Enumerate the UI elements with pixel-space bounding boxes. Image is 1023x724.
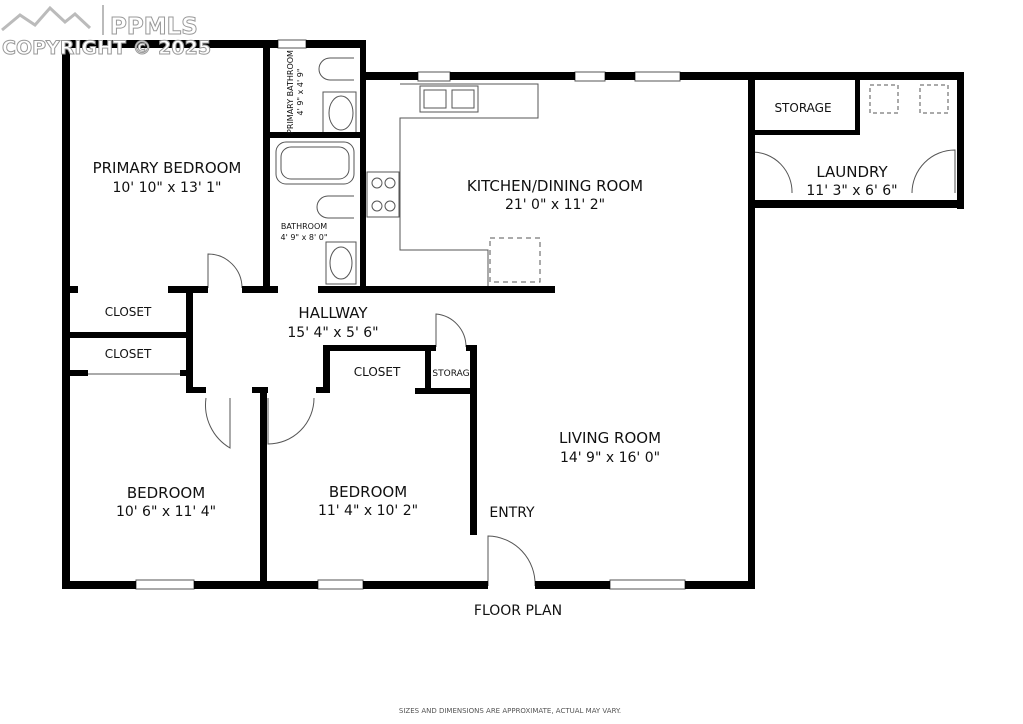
walls [62,40,964,589]
door-icon [267,397,315,445]
sink-icon [322,91,357,135]
room-name: CLOSET [105,347,152,361]
room-name: STORAGE [774,101,831,115]
ppmls-watermark: PPMLS COPYRIGHT © 2025 [1,5,212,60]
room-name: ENTRY [489,505,535,521]
washer-icon [869,84,899,114]
sink-icon [325,241,357,285]
room-dims: 21' 0" x 11' 2" [505,197,605,213]
door-icon [911,149,956,194]
room-name: CLOSET [105,305,152,319]
room-name: LIVING ROOM [559,429,661,447]
mountain-logo-icon [1,5,92,32]
room-name: BEDROOM [329,483,407,501]
disclaimer: SIZES AND DIMENSIONS ARE APPROXIMATE, AC… [399,707,621,715]
plan-title: FLOOR PLAN [474,603,562,619]
copyright-text: COPYRIGHT © 2025 [2,37,211,59]
room-name: KITCHEN/DINING ROOM [467,177,643,195]
bathtub-icon [275,141,355,185]
door-icon [487,535,536,587]
room-dims: 11' 3" x 6' 6" [806,183,897,199]
door-icon [205,397,231,449]
kitchen-counter [399,83,539,286]
room-name: BATHROOM [281,222,327,231]
room-dims: 10' 10" x 13' 1" [112,180,221,196]
door-icon [207,253,243,289]
door-icon [435,313,467,348]
door-icon [751,151,793,194]
room-name: CLOSET [354,365,401,379]
room-dims: 14' 9" x 16' 0" [560,450,660,466]
room-name: STORAG [432,369,469,379]
room-name: PRIMARY BEDROOM [93,159,242,177]
room-dims: 15' 4" x 5' 6" [287,325,378,341]
brand-text: PPMLS [110,14,198,40]
stove-icon [366,171,400,218]
island-icon [489,237,541,283]
kitchen-sink-icon [419,85,479,113]
room-name: HALLWAY [298,304,368,322]
room-name: PRIMARY BATHROOM [286,50,295,134]
toilet-icon [318,57,354,81]
fixtures [88,57,956,587]
room-dims: 11' 4" x 10' 2" [318,503,418,519]
dryer-icon [919,84,949,114]
room-name: LAUNDRY [816,163,888,181]
room-dims: 10' 6" x 11' 4" [116,504,216,520]
room-name: BEDROOM [127,484,205,502]
toilet-icon [316,195,354,219]
room-dims: 4' 9" x 8' 0" [280,233,327,242]
room-dims: 4' 9" x 4' 9" [296,68,305,115]
